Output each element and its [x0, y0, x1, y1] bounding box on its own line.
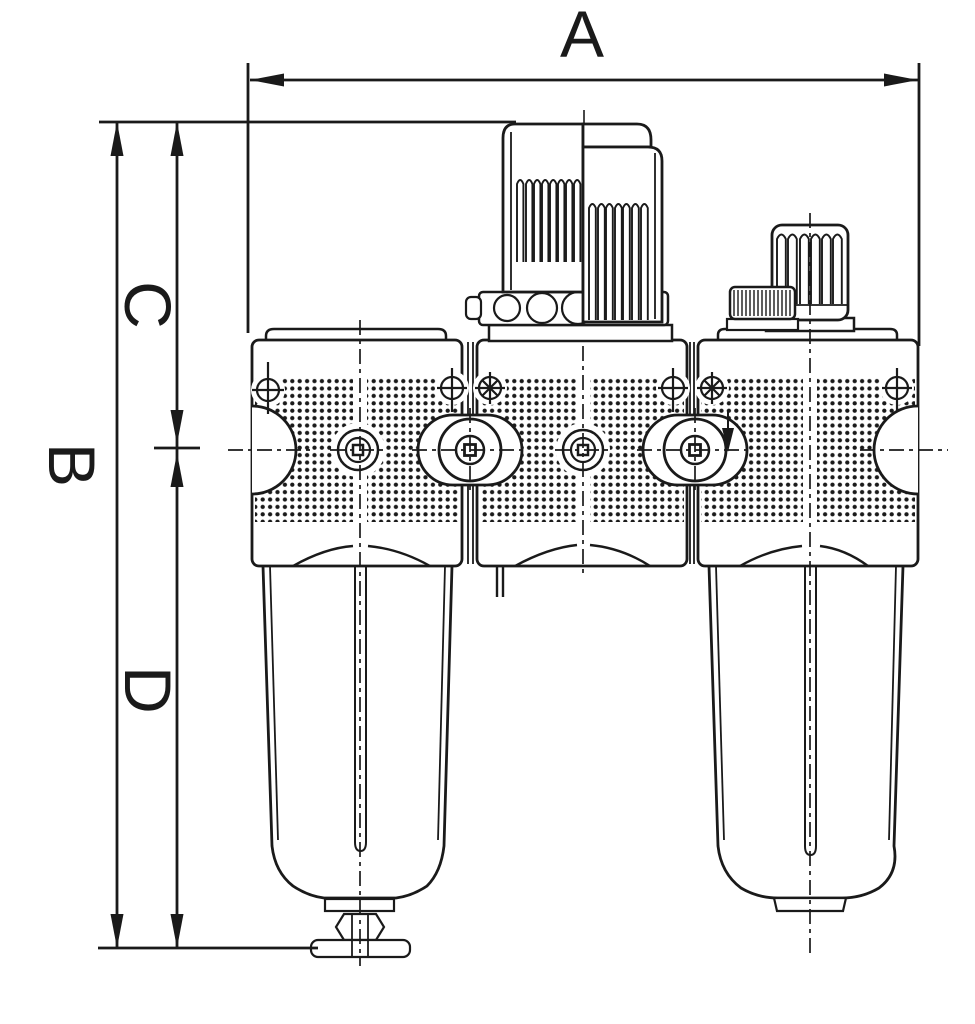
- dimension-system: [98, 63, 921, 950]
- cover-screws: [252, 362, 912, 414]
- regulator-knob-ribs-left: [516, 179, 582, 262]
- flow-arrow-icon: [722, 410, 734, 452]
- filter-bowl: [261, 565, 454, 959]
- lubricator-bowl: [707, 565, 905, 913]
- lubricator-knob-ribs: [776, 233, 843, 304]
- screw-icon: [475, 372, 505, 404]
- fill-plug-ribs: [733, 290, 791, 316]
- screw-icon: [658, 368, 688, 412]
- screw-icon: [882, 368, 912, 412]
- dimension-label-d: D: [111, 666, 185, 714]
- regulator-knob: [464, 110, 674, 343]
- dimension-label-b: B: [35, 443, 109, 487]
- regulator-knob-ribs-right: [588, 203, 649, 320]
- dimension-label-c: C: [111, 281, 185, 329]
- screw-icon: [252, 362, 284, 414]
- lubricator-fill-plug: [725, 285, 800, 332]
- dimension-arrowheads: [110, 73, 918, 948]
- bowl-shoulder-arcs: [292, 543, 869, 597]
- lubricator-bowl-plug: [772, 896, 848, 913]
- screw-icon: [437, 368, 467, 412]
- screw-icon: [697, 372, 727, 404]
- dimension-label-a: A: [560, 0, 604, 71]
- regulator-knob-flange: [487, 323, 674, 343]
- filter-top-plate: [264, 327, 448, 343]
- centerlines: [228, 213, 948, 966]
